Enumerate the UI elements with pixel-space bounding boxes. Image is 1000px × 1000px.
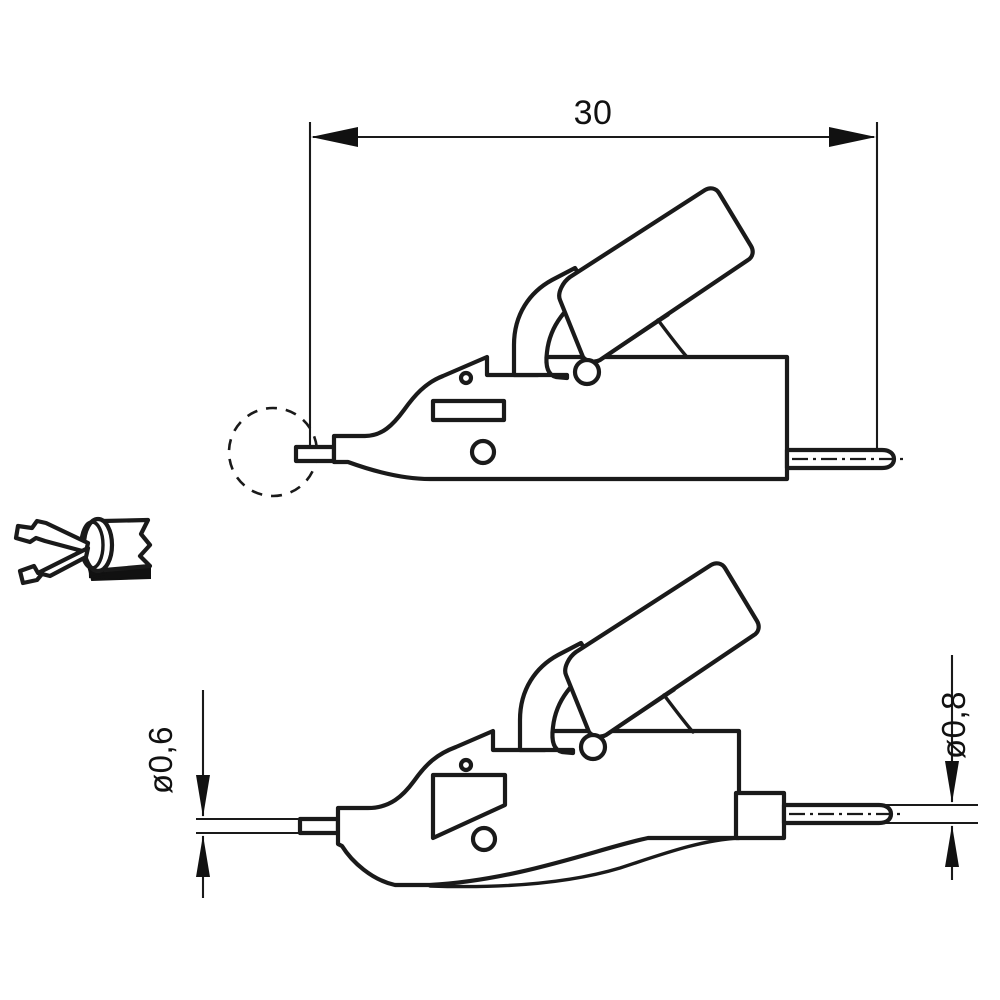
arrowhead-left-icon: [311, 127, 358, 147]
bottom-lever-rear-fillet: [662, 693, 695, 734]
bottom-body-lower-curve: [428, 836, 741, 889]
arrowhead-wire-down-icon: [945, 761, 959, 803]
rectangular-label-recess: [430, 398, 507, 423]
dimension-label-wire-diameter: ø0,8: [935, 691, 972, 759]
round-screw-hole: [469, 438, 497, 466]
nose-tip-stub: [293, 444, 337, 464]
bottom-lever-arm: [563, 561, 761, 739]
bottom-pivot-pin: [578, 732, 608, 762]
pivot-pin: [572, 357, 602, 387]
detail-jaw-prong-upper: [13, 518, 91, 555]
triangular-recess: [430, 772, 508, 841]
bottom-nose-tip-stub: [297, 816, 341, 836]
top-view-group: [227, 186, 903, 498]
bottom-view-group: [297, 561, 900, 889]
arrowhead-tip-up-icon: [196, 835, 210, 877]
dimension-label-overall-length: 30: [574, 94, 613, 132]
arrowhead-tip-down-icon: [196, 775, 210, 817]
bottom-small-vent-hole: [458, 757, 474, 773]
detail-shaft-stub: [100, 517, 153, 573]
dimension-wire-diameter: ø0,8: [866, 655, 978, 880]
square-ferrule-collar: [733, 790, 787, 841]
bottom-round-screw-hole: [470, 825, 498, 853]
clip-body-outline: [331, 354, 790, 482]
arrowhead-right-icon: [829, 127, 876, 147]
arrowhead-wire-up-icon: [945, 825, 959, 867]
dimension-tip-diameter: ø0,6: [142, 690, 330, 898]
dimension-overall-length: 30: [308, 94, 879, 462]
detail-jaw-prong-lower: [17, 545, 91, 586]
lever-arm: [557, 186, 755, 364]
small-vent-hole: [458, 370, 474, 386]
dimension-label-tip-diameter: ø0,6: [142, 726, 179, 794]
bottom-clip-body-outline: [335, 728, 742, 888]
lever-rear-fillet: [656, 318, 689, 359]
detail-view-group: [13, 516, 153, 586]
